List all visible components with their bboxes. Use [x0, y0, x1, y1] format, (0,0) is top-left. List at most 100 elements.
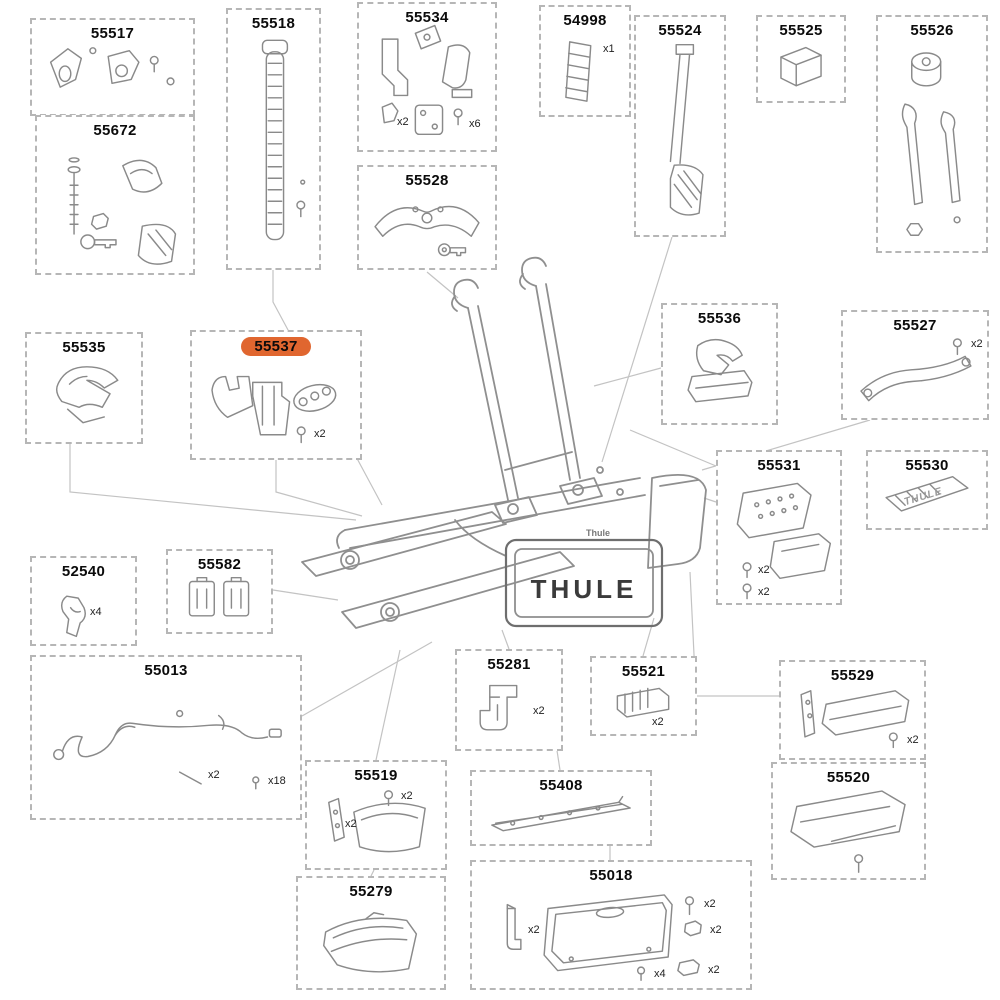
part-box-55526[interactable]: 55526 — [876, 15, 988, 253]
part-art-55408 — [491, 795, 631, 832]
qty-label: x2 — [758, 586, 770, 598]
qty-label: x2 — [208, 769, 220, 781]
part-number-label: 55408 — [539, 777, 583, 794]
thule-plate-logo: THULE — [531, 574, 638, 604]
part-number-label: 55534 — [405, 9, 449, 26]
part-number-label: 55520 — [826, 769, 871, 786]
part-art-55018 — [506, 894, 702, 981]
part-box-55582[interactable]: 55582 — [166, 549, 273, 634]
part-number-label: 55013 — [144, 662, 188, 679]
part-art-55524 — [669, 43, 704, 216]
part-art-55529 — [800, 690, 910, 749]
part-art-55519 — [328, 790, 426, 853]
part-number-label-highlighted: 55537 — [192, 337, 360, 356]
part-art-55531 — [736, 482, 832, 600]
qty-label: x2 — [345, 818, 357, 830]
thule-small-logo: Thule — [586, 528, 610, 538]
part-art-55518 — [261, 39, 306, 241]
part-box-55519[interactable]: 55519 x2 x2 — [305, 760, 447, 870]
part-number-label: 55521 — [621, 663, 666, 680]
part-number-label: 55519 — [354, 767, 398, 784]
part-art-55527 — [860, 338, 972, 402]
part-art-55517 — [49, 47, 175, 88]
part-art-55536 — [687, 338, 753, 403]
part-box-55520[interactable]: 55520 — [771, 762, 926, 880]
qty-label: x6 — [469, 118, 481, 130]
part-box-55531[interactable]: 55531 x2 x2 — [716, 450, 842, 605]
part-number-label: 55528 — [405, 172, 449, 189]
part-box-55536[interactable]: 55536 — [661, 303, 778, 425]
part-art-55281 — [479, 684, 518, 731]
part-number-label: 55525 — [779, 22, 823, 39]
part-box-55281[interactable]: 55281 x2 — [455, 649, 563, 751]
part-box-55517[interactable]: 55517 — [30, 18, 195, 116]
part-number-label: 55526 — [910, 22, 954, 39]
part-art-55526 — [901, 52, 961, 236]
part-number-label: 55582 — [197, 556, 242, 573]
part-box-55529[interactable]: 55529 x2 — [779, 660, 926, 760]
part-number-label: 52540 — [61, 563, 106, 580]
qty-label: x2 — [708, 964, 720, 976]
part-box-55537[interactable]: 55537 x2 — [190, 330, 362, 460]
part-box-54998[interactable]: 54998 x1 — [539, 5, 631, 117]
part-box-55534[interactable]: 55534 x2 x6 — [357, 2, 497, 152]
part-number-label: 55018 — [589, 867, 633, 884]
qty-label: x2 — [652, 716, 664, 728]
part-number-label: 55536 — [697, 310, 742, 327]
qty-label: x2 — [710, 924, 722, 936]
part-art-55520 — [790, 790, 906, 873]
highlight-pill: 55537 — [241, 337, 311, 356]
qty-label: x2 — [758, 564, 770, 576]
part-box-55527[interactable]: 55527 x2 — [841, 310, 989, 420]
part-number-label: 55530 — [905, 457, 949, 474]
part-art-55279 — [322, 912, 418, 973]
qty-label: x18 — [268, 775, 286, 787]
part-box-55279[interactable]: 55279 — [296, 876, 446, 990]
qty-label: x4 — [654, 968, 666, 980]
part-box-55530[interactable]: 55530 THULE — [866, 450, 988, 530]
part-number-label: 55529 — [830, 667, 875, 684]
qty-label: x4 — [90, 606, 102, 618]
part-box-52540[interactable]: 52540 x4 — [30, 556, 137, 646]
part-number-label: 55281 — [487, 656, 531, 673]
part-art-55582 — [188, 576, 250, 617]
part-box-55408[interactable]: 55408 — [470, 770, 652, 846]
part-box-55013[interactable]: 55013 x2 x18 — [30, 655, 302, 820]
part-box-55535[interactable]: 55535 — [25, 332, 143, 444]
thule-badge-text: THULE — [903, 486, 944, 508]
bike-rack-sketch: Thule THULE — [301, 256, 707, 629]
part-art-55672 — [67, 157, 177, 265]
qty-label: x2 — [401, 790, 413, 802]
part-number-label: 54998 — [563, 12, 607, 29]
part-art-55530: THULE — [885, 475, 969, 512]
qty-label: x2 — [907, 734, 919, 746]
part-box-55528[interactable]: 55528 — [357, 165, 497, 270]
part-art-55521 — [616, 687, 670, 718]
part-box-55521[interactable]: 55521 x2 — [590, 656, 697, 736]
part-number-label: 55524 — [658, 22, 702, 39]
part-number-label: 55535 — [62, 339, 106, 356]
qty-label: x2 — [528, 924, 540, 936]
part-number-label: 55518 — [251, 15, 296, 32]
part-box-55672[interactable]: 55672 — [35, 115, 195, 275]
part-art-55013 — [53, 709, 282, 790]
qty-label: x2 — [704, 898, 716, 910]
qty-label: x2 — [971, 338, 983, 350]
part-number-label: 55279 — [349, 883, 393, 900]
part-art-52540 — [60, 595, 86, 638]
part-number-label: 55517 — [90, 25, 135, 42]
part-number-label: 55527 — [893, 317, 937, 334]
qty-label: x2 — [397, 116, 409, 128]
part-art-54998 — [565, 41, 592, 102]
qty-label: x2 — [533, 705, 545, 717]
part-art-55528 — [374, 205, 480, 257]
part-box-55524[interactable]: 55524 — [634, 15, 726, 237]
part-box-55018[interactable]: 55018 x2 x2 x2 x4 x2 — [470, 860, 752, 990]
part-box-55518[interactable]: 55518 — [226, 8, 321, 270]
part-box-55525[interactable]: 55525 — [756, 15, 846, 103]
part-art-55525 — [780, 46, 822, 87]
qty-label: x2 — [314, 428, 326, 440]
part-art-55534 — [381, 24, 473, 136]
part-number-label: 55531 — [757, 457, 801, 474]
